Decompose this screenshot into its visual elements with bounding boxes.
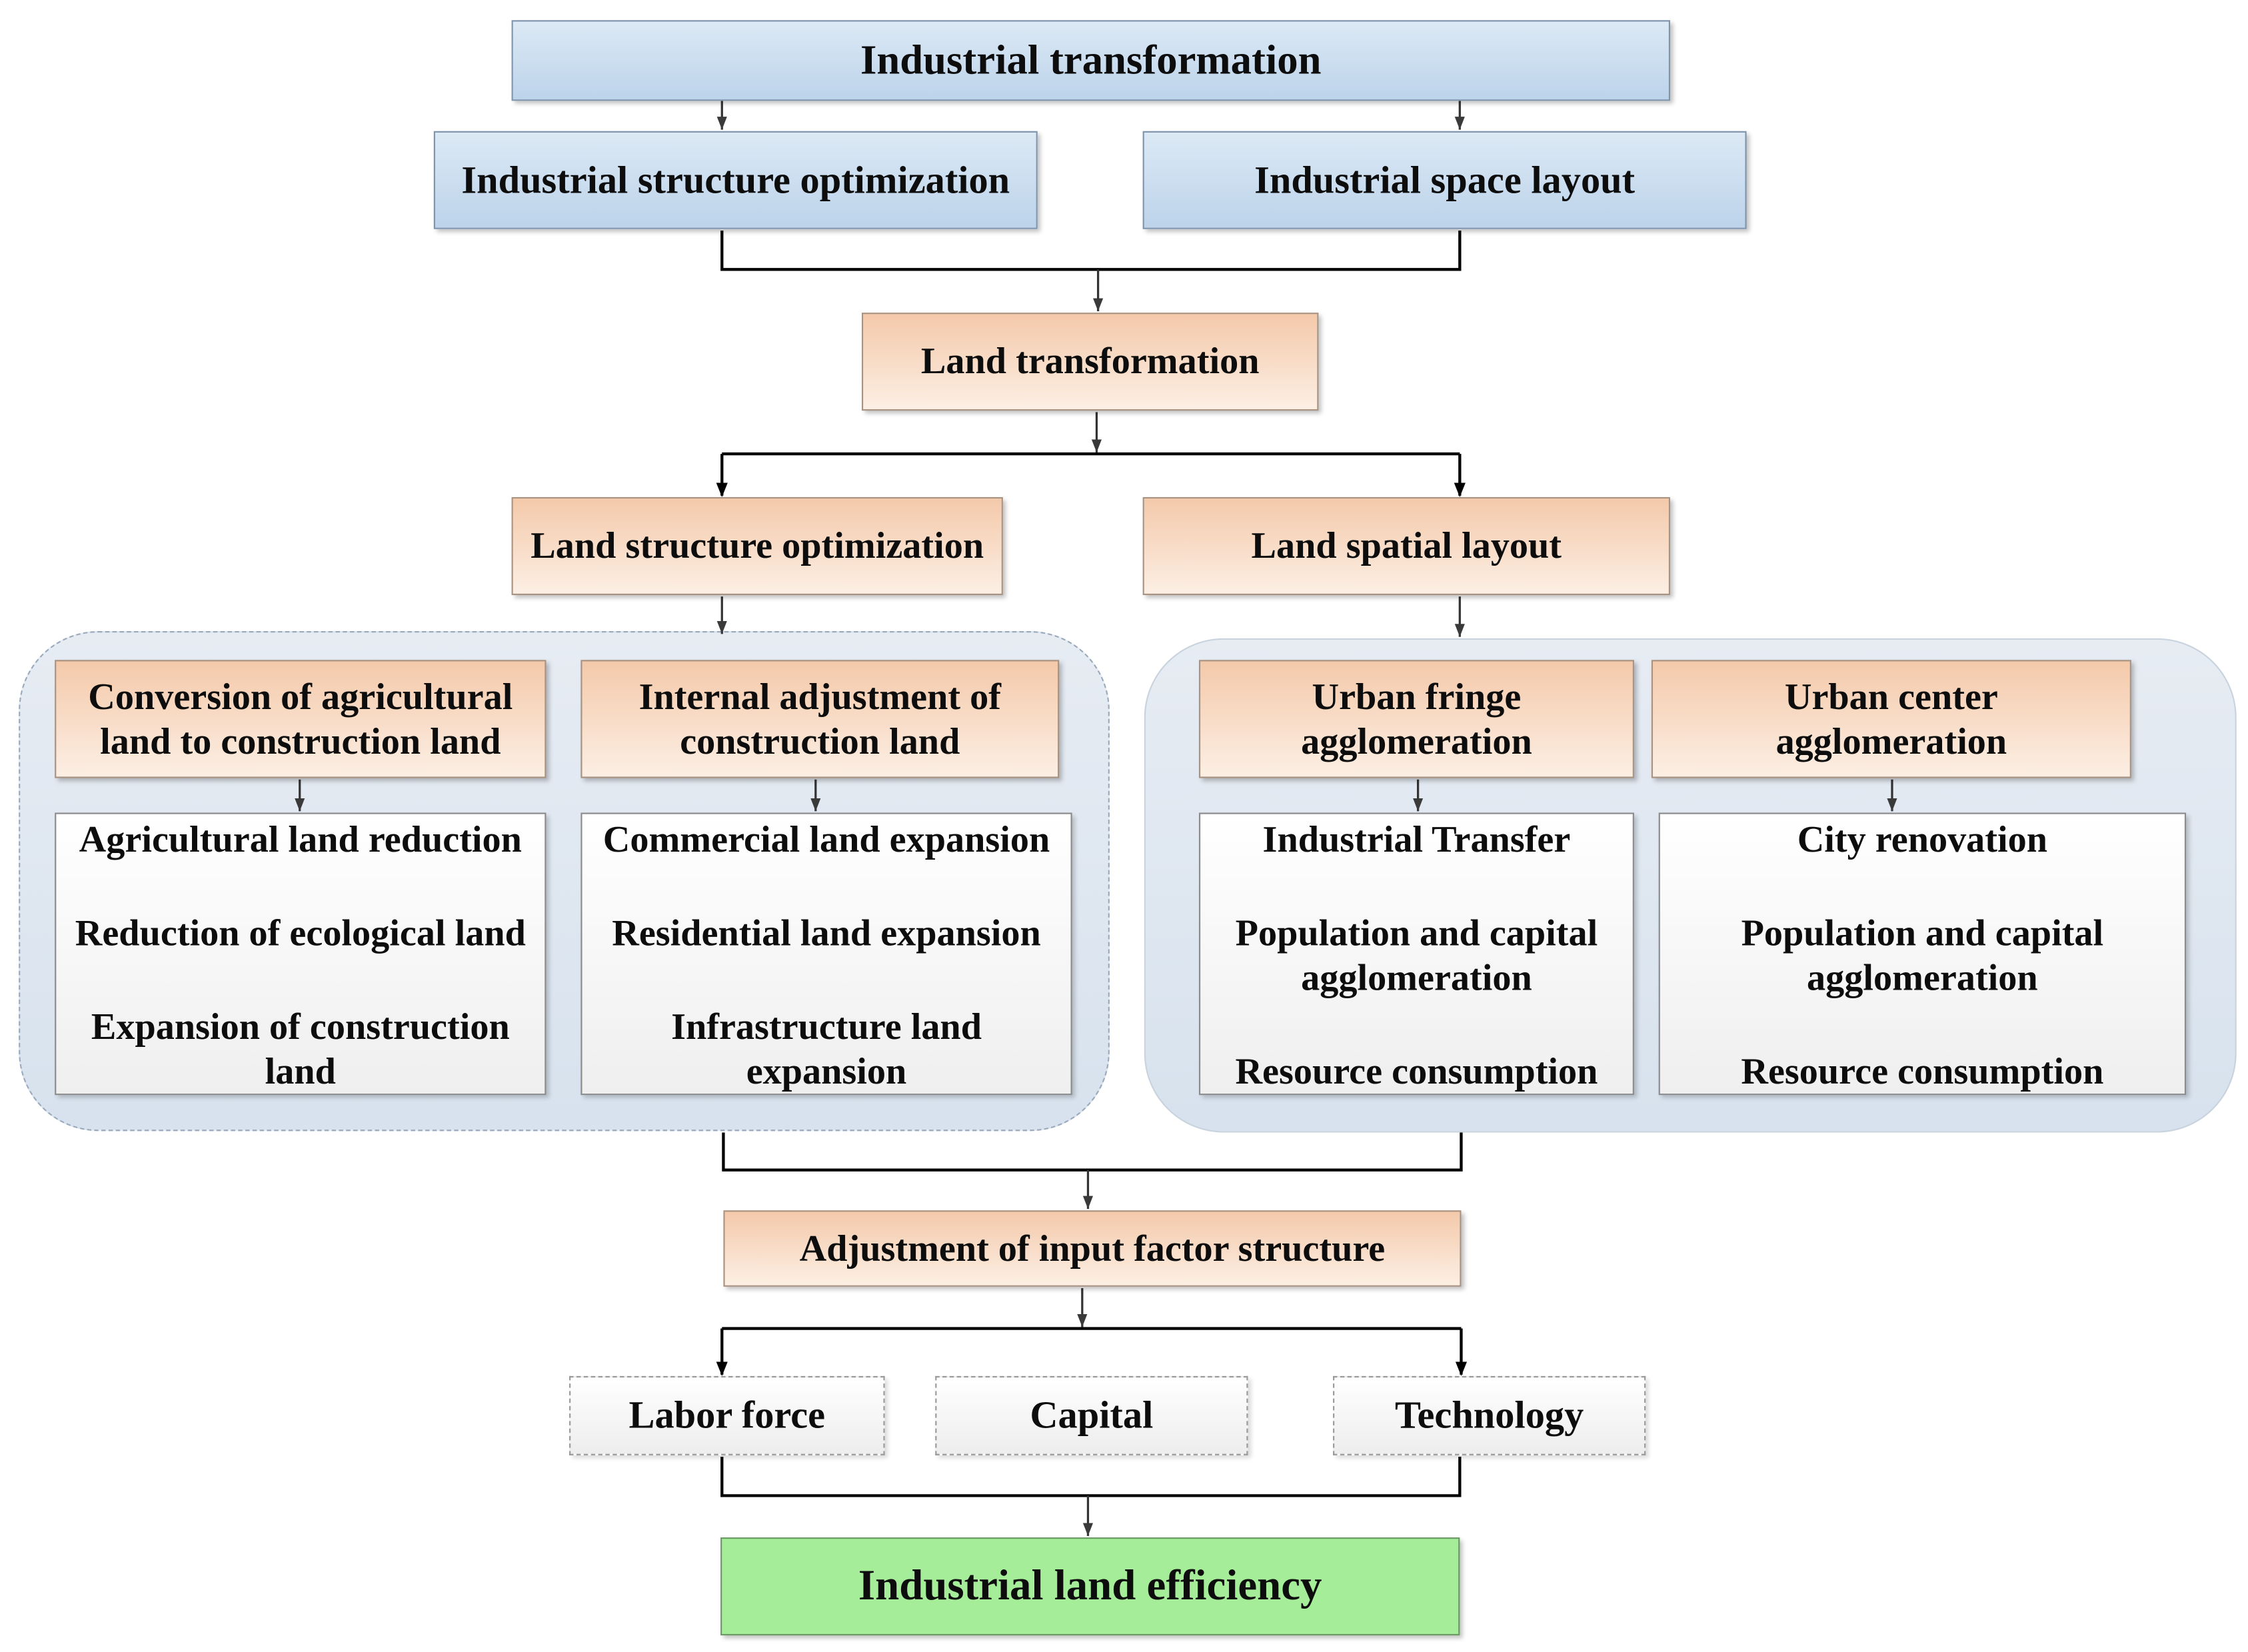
- industrial-structure-optimization-box: Industrial structure optimization: [433, 131, 1038, 229]
- agricultural-details-box: Agricultural land reduction Reduction of…: [55, 812, 547, 1096]
- technology-box: Technology: [1333, 1375, 1646, 1455]
- land-spatial-layout-box: Land spatial layout: [1142, 496, 1670, 595]
- capital-box: Capital: [935, 1375, 1248, 1455]
- land-structure-optimization-box: Land structure optimization: [511, 496, 1003, 595]
- detail-population-capital-center: Population and capital agglomeration: [1741, 912, 2104, 999]
- detail-commercial-land-expansion: Commercial land expansion: [602, 818, 1050, 860]
- detail-reduction-ecological-land: Reduction of ecological land: [75, 912, 526, 954]
- land-transformation-box: Land transformation: [861, 313, 1319, 411]
- detail-industrial-transfer: Industrial Transfer: [1262, 818, 1571, 860]
- merge-line-industrial: [720, 230, 1462, 271]
- merge-line-factors: [720, 1456, 1462, 1497]
- detail-resource-consumption-center: Resource consumption: [1741, 1050, 2104, 1092]
- detail-infrastructure-land-expansion: Infrastructure land expansion: [671, 1005, 982, 1092]
- urban-center-box: Urban center agglomeration: [1651, 660, 2131, 778]
- detail-expansion-construction-land: Expansion of construction land: [91, 1005, 510, 1092]
- industrial-space-layout-box: Industrial space layout: [1142, 131, 1747, 229]
- internal-adjustment-box: Internal adjustment of construction land: [580, 660, 1060, 778]
- center-details-box: City renovation Population and capital a…: [1658, 812, 2187, 1096]
- merge-line-groups: [722, 1132, 1463, 1172]
- internal-details-box: Commercial land expansion Residential la…: [580, 812, 1072, 1096]
- conversion-agricultural-box: Conversion of agricultural land to const…: [55, 660, 547, 778]
- industrial-land-efficiency-box: Industrial land efficiency: [720, 1537, 1460, 1636]
- industrial-transformation-box: Industrial transformation: [511, 20, 1670, 101]
- labor-force-box: Labor force: [569, 1375, 885, 1455]
- detail-residential-land-expansion: Residential land expansion: [612, 912, 1041, 954]
- urban-fringe-box: Urban fringe agglomeration: [1198, 660, 1634, 778]
- detail-population-capital-fringe: Population and capital agglomeration: [1235, 912, 1598, 999]
- adjustment-input-factor-box: Adjustment of input factor structure: [723, 1210, 1462, 1287]
- detail-resource-consumption-fringe: Resource consumption: [1235, 1050, 1598, 1092]
- fringe-details-box: Industrial Transfer Population and capit…: [1198, 812, 1634, 1096]
- detail-agricultural-land-reduction: Agricultural land reduction: [79, 818, 522, 860]
- detail-city-renovation: City renovation: [1797, 818, 2048, 860]
